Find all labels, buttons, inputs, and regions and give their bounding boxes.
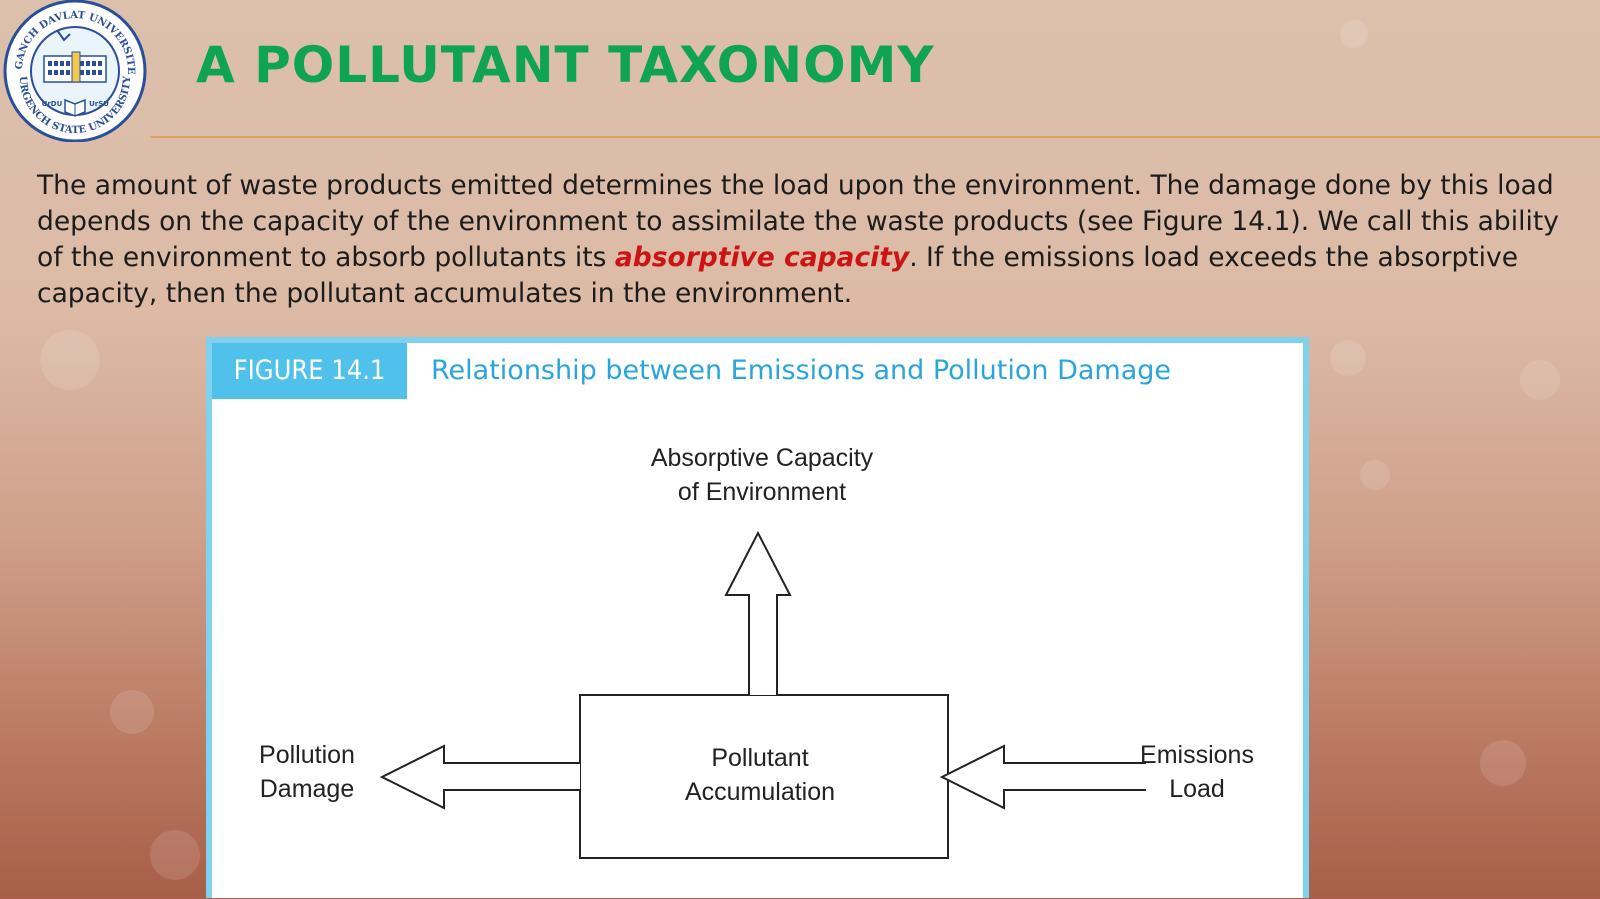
label-pollutant-accumulation: Pollutant Accumulation xyxy=(684,744,836,806)
slide-title: A POLLUTANT TAXONOMY xyxy=(196,36,935,94)
paragraph-text-after: . If the emissions load exceeds the abso… xyxy=(37,242,1519,309)
paragraph-text-before: The amount of waste products emitted det… xyxy=(37,170,1559,273)
paragraph-emphasis: absorptive capacity xyxy=(614,242,910,273)
slide-paragraph: The amount of waste products emitted det… xyxy=(37,168,1577,312)
title-divider xyxy=(150,136,1600,138)
figure-caption: Relationship between Emissions and Pollu… xyxy=(431,355,1172,386)
figure-14-1: FIGURE 14.1 Relationship between Emissio… xyxy=(206,337,1309,898)
arrow-up-to-absorptive-capacity xyxy=(724,530,792,695)
figure-tag: FIGURE 14.1 xyxy=(212,343,407,399)
label-absorptive-capacity: Absorptive Capacity of Environment xyxy=(650,444,874,506)
university-logo: URGANCH DAVLAT UNIVERSITETI URGENCH STAT… xyxy=(0,0,148,143)
flow-diagram xyxy=(379,530,1146,859)
label-emissions-load: Emissions Load xyxy=(1140,741,1254,803)
logo-badge-right: UrSU xyxy=(89,100,109,108)
arrow-from-emissions-load xyxy=(939,744,1146,810)
arrow-left-to-pollution-damage xyxy=(379,744,580,810)
logo-badge-left: UrDU xyxy=(42,100,63,108)
label-pollution-damage: Pollution Damage xyxy=(259,741,355,803)
